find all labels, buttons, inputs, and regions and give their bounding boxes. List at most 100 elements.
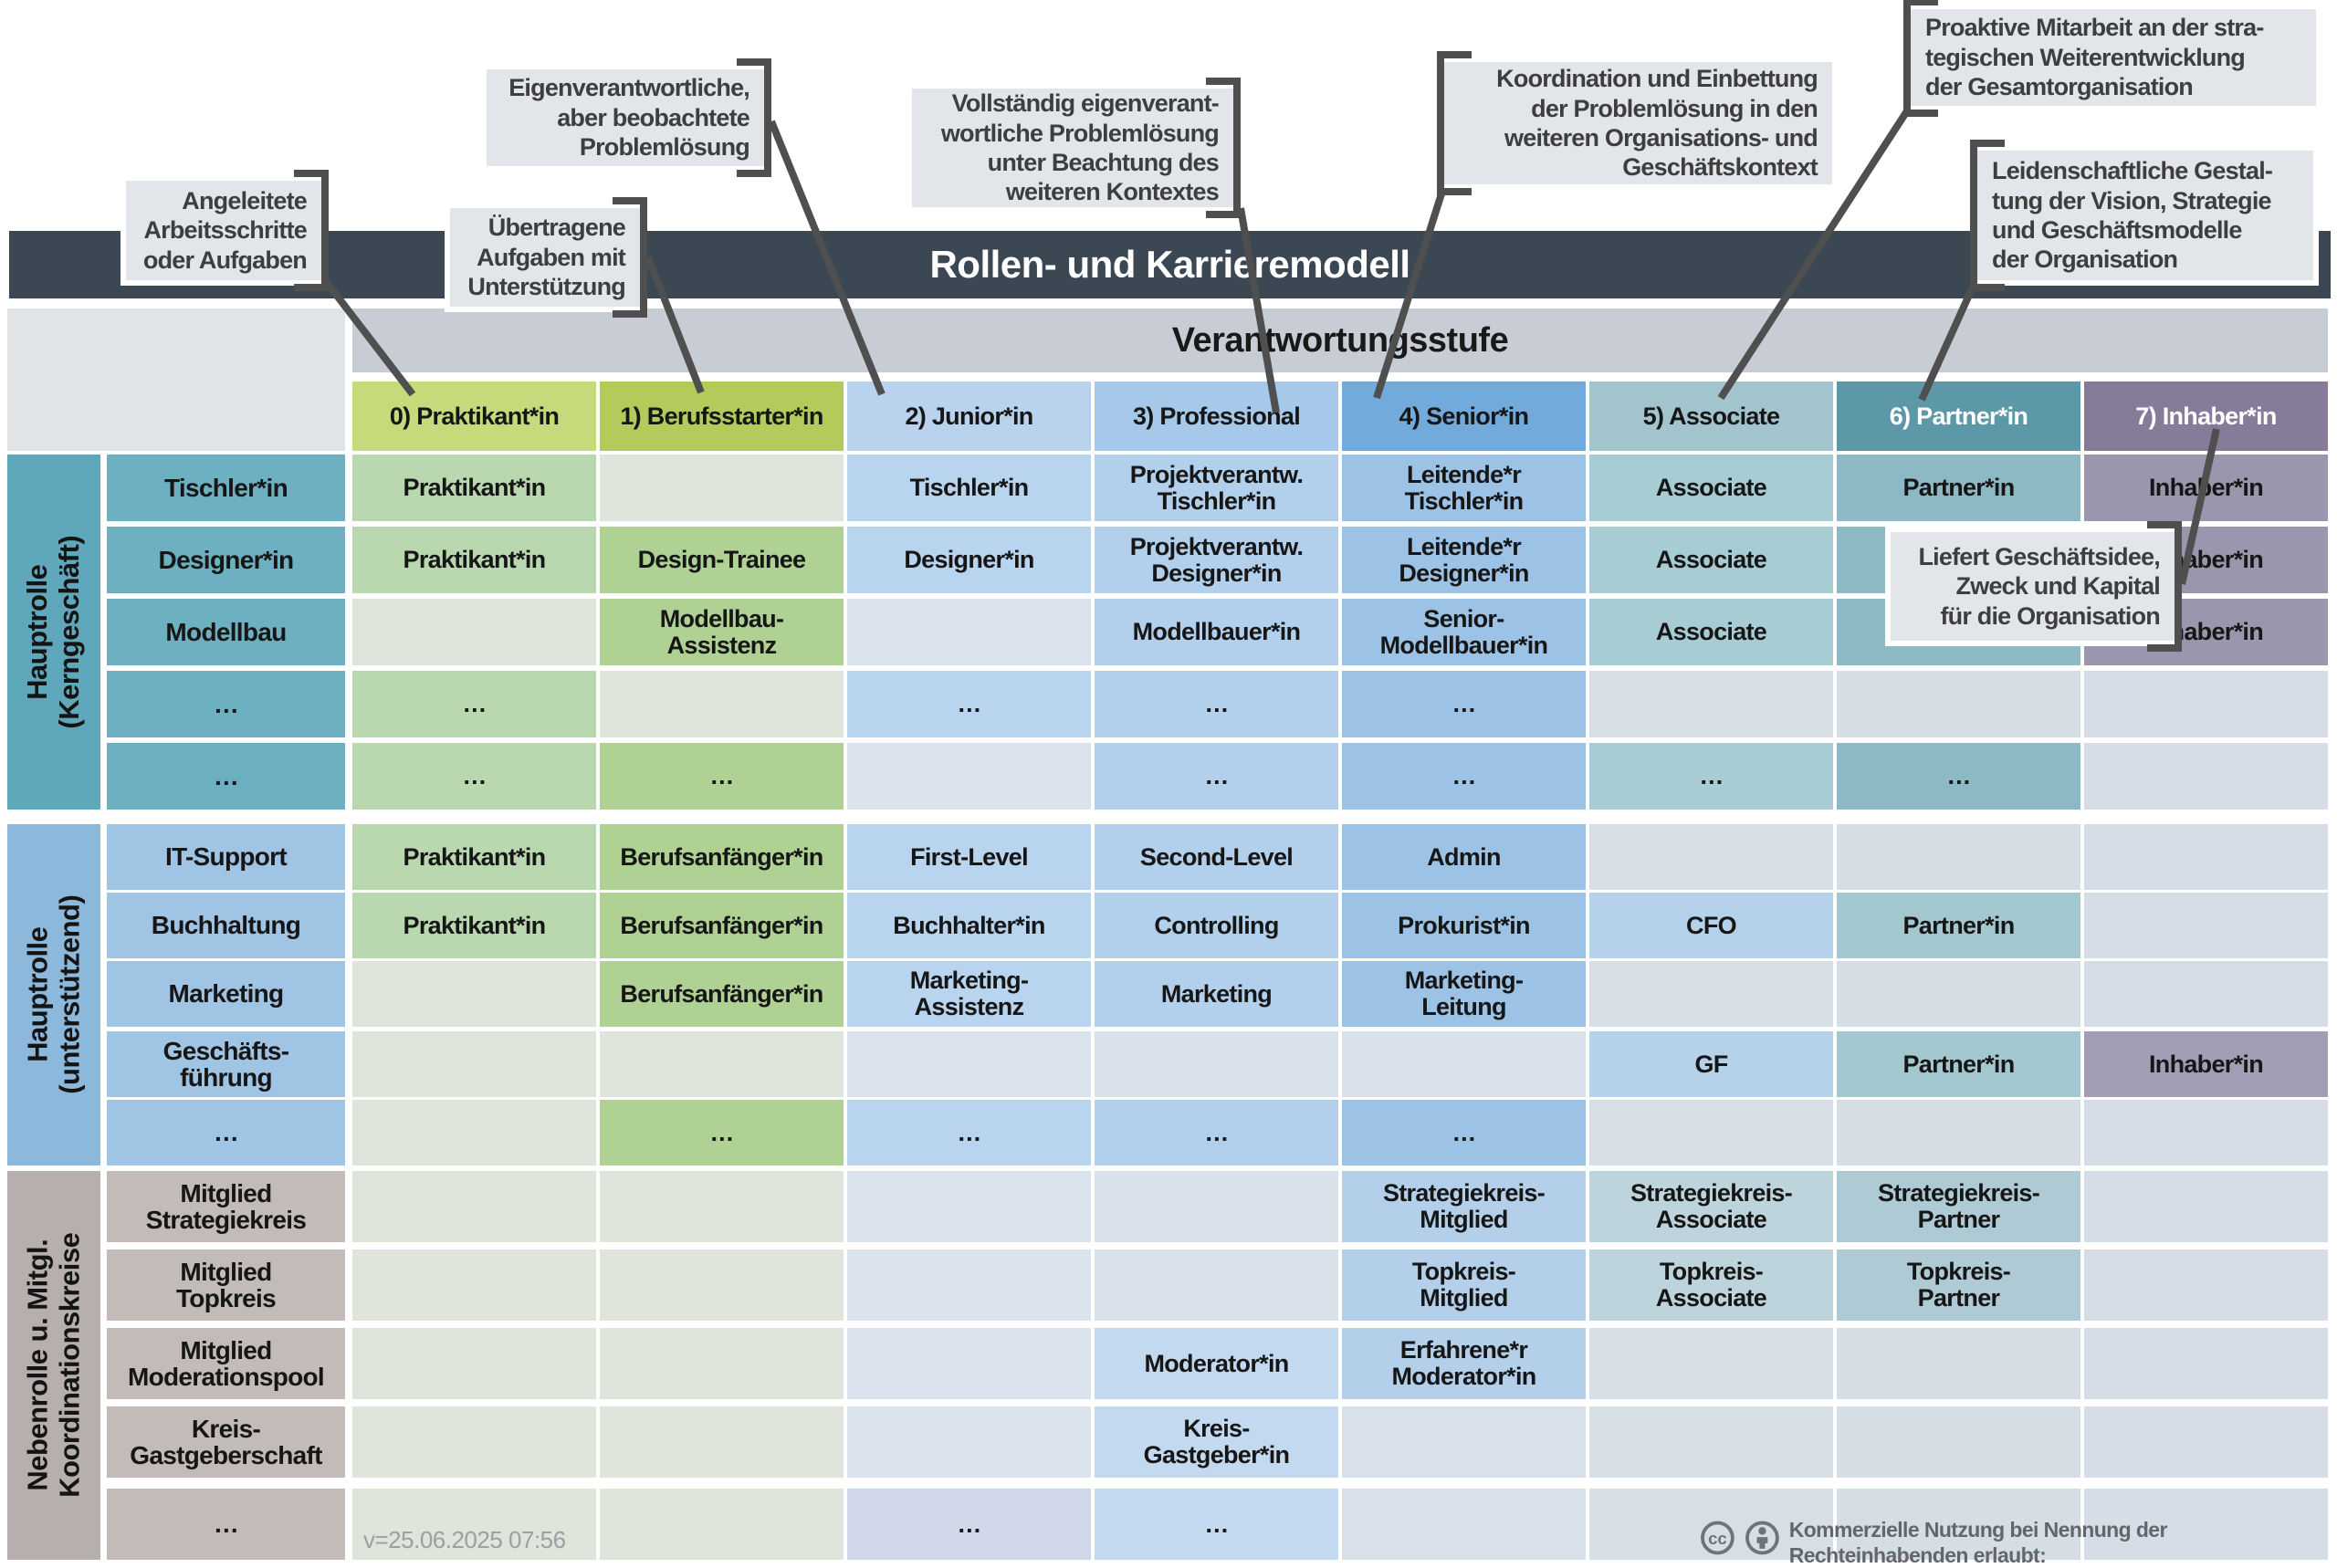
- matrix-cell: [600, 671, 844, 737]
- matrix-cell: …: [1342, 1100, 1586, 1166]
- matrix-cell: [847, 1328, 1091, 1399]
- matrix-cell: [600, 1489, 844, 1560]
- matrix-cell: [1837, 671, 2080, 737]
- version-text: v=25.06.2025 07:56: [363, 1526, 566, 1553]
- matrix-cell: Admin: [1342, 824, 1586, 890]
- matrix-cell: GF: [1589, 1031, 1833, 1097]
- callout-bracket-icon: [737, 58, 771, 177]
- matrix-cell: Leitende*r Designer*in: [1342, 527, 1586, 593]
- matrix-cell: Senior- Modellbauer*in: [1342, 599, 1586, 665]
- matrix-cell: [352, 1249, 596, 1321]
- matrix-cell: Projektverantw. Tischler*in: [1095, 455, 1338, 521]
- matrix-cell: [1589, 671, 1833, 737]
- group-label-text: Hauptrolle (Kerngeschäft): [21, 535, 86, 729]
- matrix-cell: Praktikant*in: [352, 455, 596, 521]
- matrix-cell: [352, 1489, 596, 1560]
- matrix-cell: …: [847, 1100, 1091, 1166]
- matrix-cell: Buchhalter*in: [847, 893, 1091, 958]
- group-label-1: Hauptrolle (unterstützend): [7, 824, 100, 1166]
- matrix-cell: [2084, 893, 2328, 958]
- matrix-cell: [847, 1249, 1091, 1321]
- matrix-cell: Associate: [1589, 455, 1833, 521]
- matrix-cell: Prokurist*in: [1342, 893, 1586, 958]
- attribution-person-icon: [1745, 1521, 1779, 1555]
- matrix-cell: Controlling: [1095, 893, 1338, 958]
- matrix-cell: [2084, 671, 2328, 737]
- matrix-cell: [1342, 1406, 1586, 1478]
- callout-bracket-icon: [2147, 521, 2182, 652]
- column-header-2: 2) Junior*in: [847, 382, 1091, 451]
- callout-leidenschaftliche: Leidenschaftliche Gestal- tung der Visio…: [1970, 140, 2319, 291]
- callout-text: Proaktive Mitarbeit an der stra- tegisch…: [1925, 14, 2264, 101]
- row-label: …: [107, 743, 345, 810]
- callout-vollstaendig: Vollständig eigenverant- wortliche Probl…: [907, 78, 1241, 218]
- matrix-cell: [847, 743, 1091, 810]
- matrix-cell: Marketing- Leitung: [1342, 961, 1586, 1027]
- matrix-cell: [352, 1100, 596, 1166]
- matrix-cell: [600, 1171, 844, 1242]
- row-label: …: [107, 671, 345, 737]
- callout-liefert: Liefert Geschäftsidee, Zweck und Kapital…: [1885, 521, 2182, 652]
- matrix-cell: [352, 1031, 596, 1097]
- matrix-cell: [847, 599, 1091, 665]
- matrix-cell: [1837, 1489, 2080, 1560]
- license-attribution: cc Kommerzielle Nutzung bei Nennung der …: [1700, 1517, 2330, 1568]
- responsibility-level-band: Verantwortungsstufe: [352, 308, 2328, 372]
- matrix-cell: [1342, 1031, 1586, 1097]
- matrix-cell: Designer*in: [847, 527, 1091, 593]
- group-label-text: Hauptrolle (unterstützend): [21, 894, 85, 1095]
- version-note: v=25.06.2025 07:56: [363, 1526, 566, 1554]
- matrix-cell: [1837, 961, 2080, 1027]
- callout-bracket-icon: [1970, 140, 2005, 291]
- column-header-6: 6) Partner*in: [1837, 382, 2080, 451]
- row-label: Modellbau: [107, 599, 345, 665]
- callout-koordination: Koordination und Einbettung der Probleml…: [1437, 51, 1838, 195]
- group-label-text: Nebenrolle u. Mitgl. Koordinationskreise: [21, 1232, 85, 1499]
- matrix-cell: [2084, 1406, 2328, 1478]
- column-header-3: 3) Professional: [1095, 382, 1338, 451]
- row-label: Kreis- Gastgeberschaft: [107, 1406, 345, 1478]
- matrix-cell: [600, 1406, 844, 1478]
- matrix-cell: …: [1095, 671, 1338, 737]
- matrix-cell: Modellbauer*in: [1095, 599, 1338, 665]
- matrix-cell: [600, 455, 844, 521]
- matrix-cell: [2084, 1171, 2328, 1242]
- matrix-cell: Leitende*r Tischler*in: [1342, 455, 1586, 521]
- license-line-1: Kommerzielle Nutzung bei Nennung der Rec…: [1788, 1518, 2168, 1568]
- matrix-cell: …: [1837, 743, 2080, 810]
- column-header-7: 7) Inhaber*in: [2084, 382, 2328, 451]
- matrix-cell: Moderator*in: [1095, 1328, 1338, 1399]
- matrix-cell: [2084, 1328, 2328, 1399]
- matrix-cell: [352, 1328, 596, 1399]
- matrix-cell: [1095, 1031, 1338, 1097]
- row-label: Buchhaltung: [107, 893, 345, 958]
- corner-blank-cell: [7, 308, 345, 451]
- matrix-cell: [847, 1171, 1091, 1242]
- callout-bracket-icon: [613, 197, 647, 318]
- callout-eigenverantwortliche: Eigenverantwortliche, aber beobachtete P…: [481, 58, 771, 177]
- row-label: Marketing: [107, 961, 345, 1027]
- matrix-cell: …: [1095, 743, 1338, 810]
- row-label: …: [107, 1100, 345, 1166]
- row-label: Tischler*in: [107, 455, 345, 521]
- callout-text: Koordination und Einbettung der Probleml…: [1496, 65, 1818, 182]
- matrix-cell: …: [847, 671, 1091, 737]
- matrix-cell: Tischler*in: [847, 455, 1091, 521]
- group-label-0: Hauptrolle (Kerngeschäft): [7, 455, 100, 810]
- matrix-cell: [847, 1406, 1091, 1478]
- matrix-cell: [352, 961, 596, 1027]
- matrix-cell: Associate: [1589, 527, 1833, 593]
- matrix-cell: [2084, 1489, 2328, 1560]
- matrix-cell: Berufsanfänger*in: [600, 961, 844, 1027]
- matrix-cell: Partner*in: [1837, 1031, 2080, 1097]
- matrix-cell: Topkreis- Partner: [1837, 1249, 2080, 1321]
- page-title: Rollen- und Karrieremodell: [929, 243, 1410, 286]
- callout-bracket-icon: [1437, 51, 1472, 195]
- matrix-cell: [1589, 1100, 1833, 1166]
- callout-bracket-icon: [1206, 78, 1241, 218]
- callout-text: Übertragene Aufgaben mit Unterstützung: [467, 214, 625, 301]
- matrix-cell: Projektverantw. Designer*in: [1095, 527, 1338, 593]
- row-label: Mitglied Strategiekreis: [107, 1171, 345, 1242]
- matrix-cell: [352, 599, 596, 665]
